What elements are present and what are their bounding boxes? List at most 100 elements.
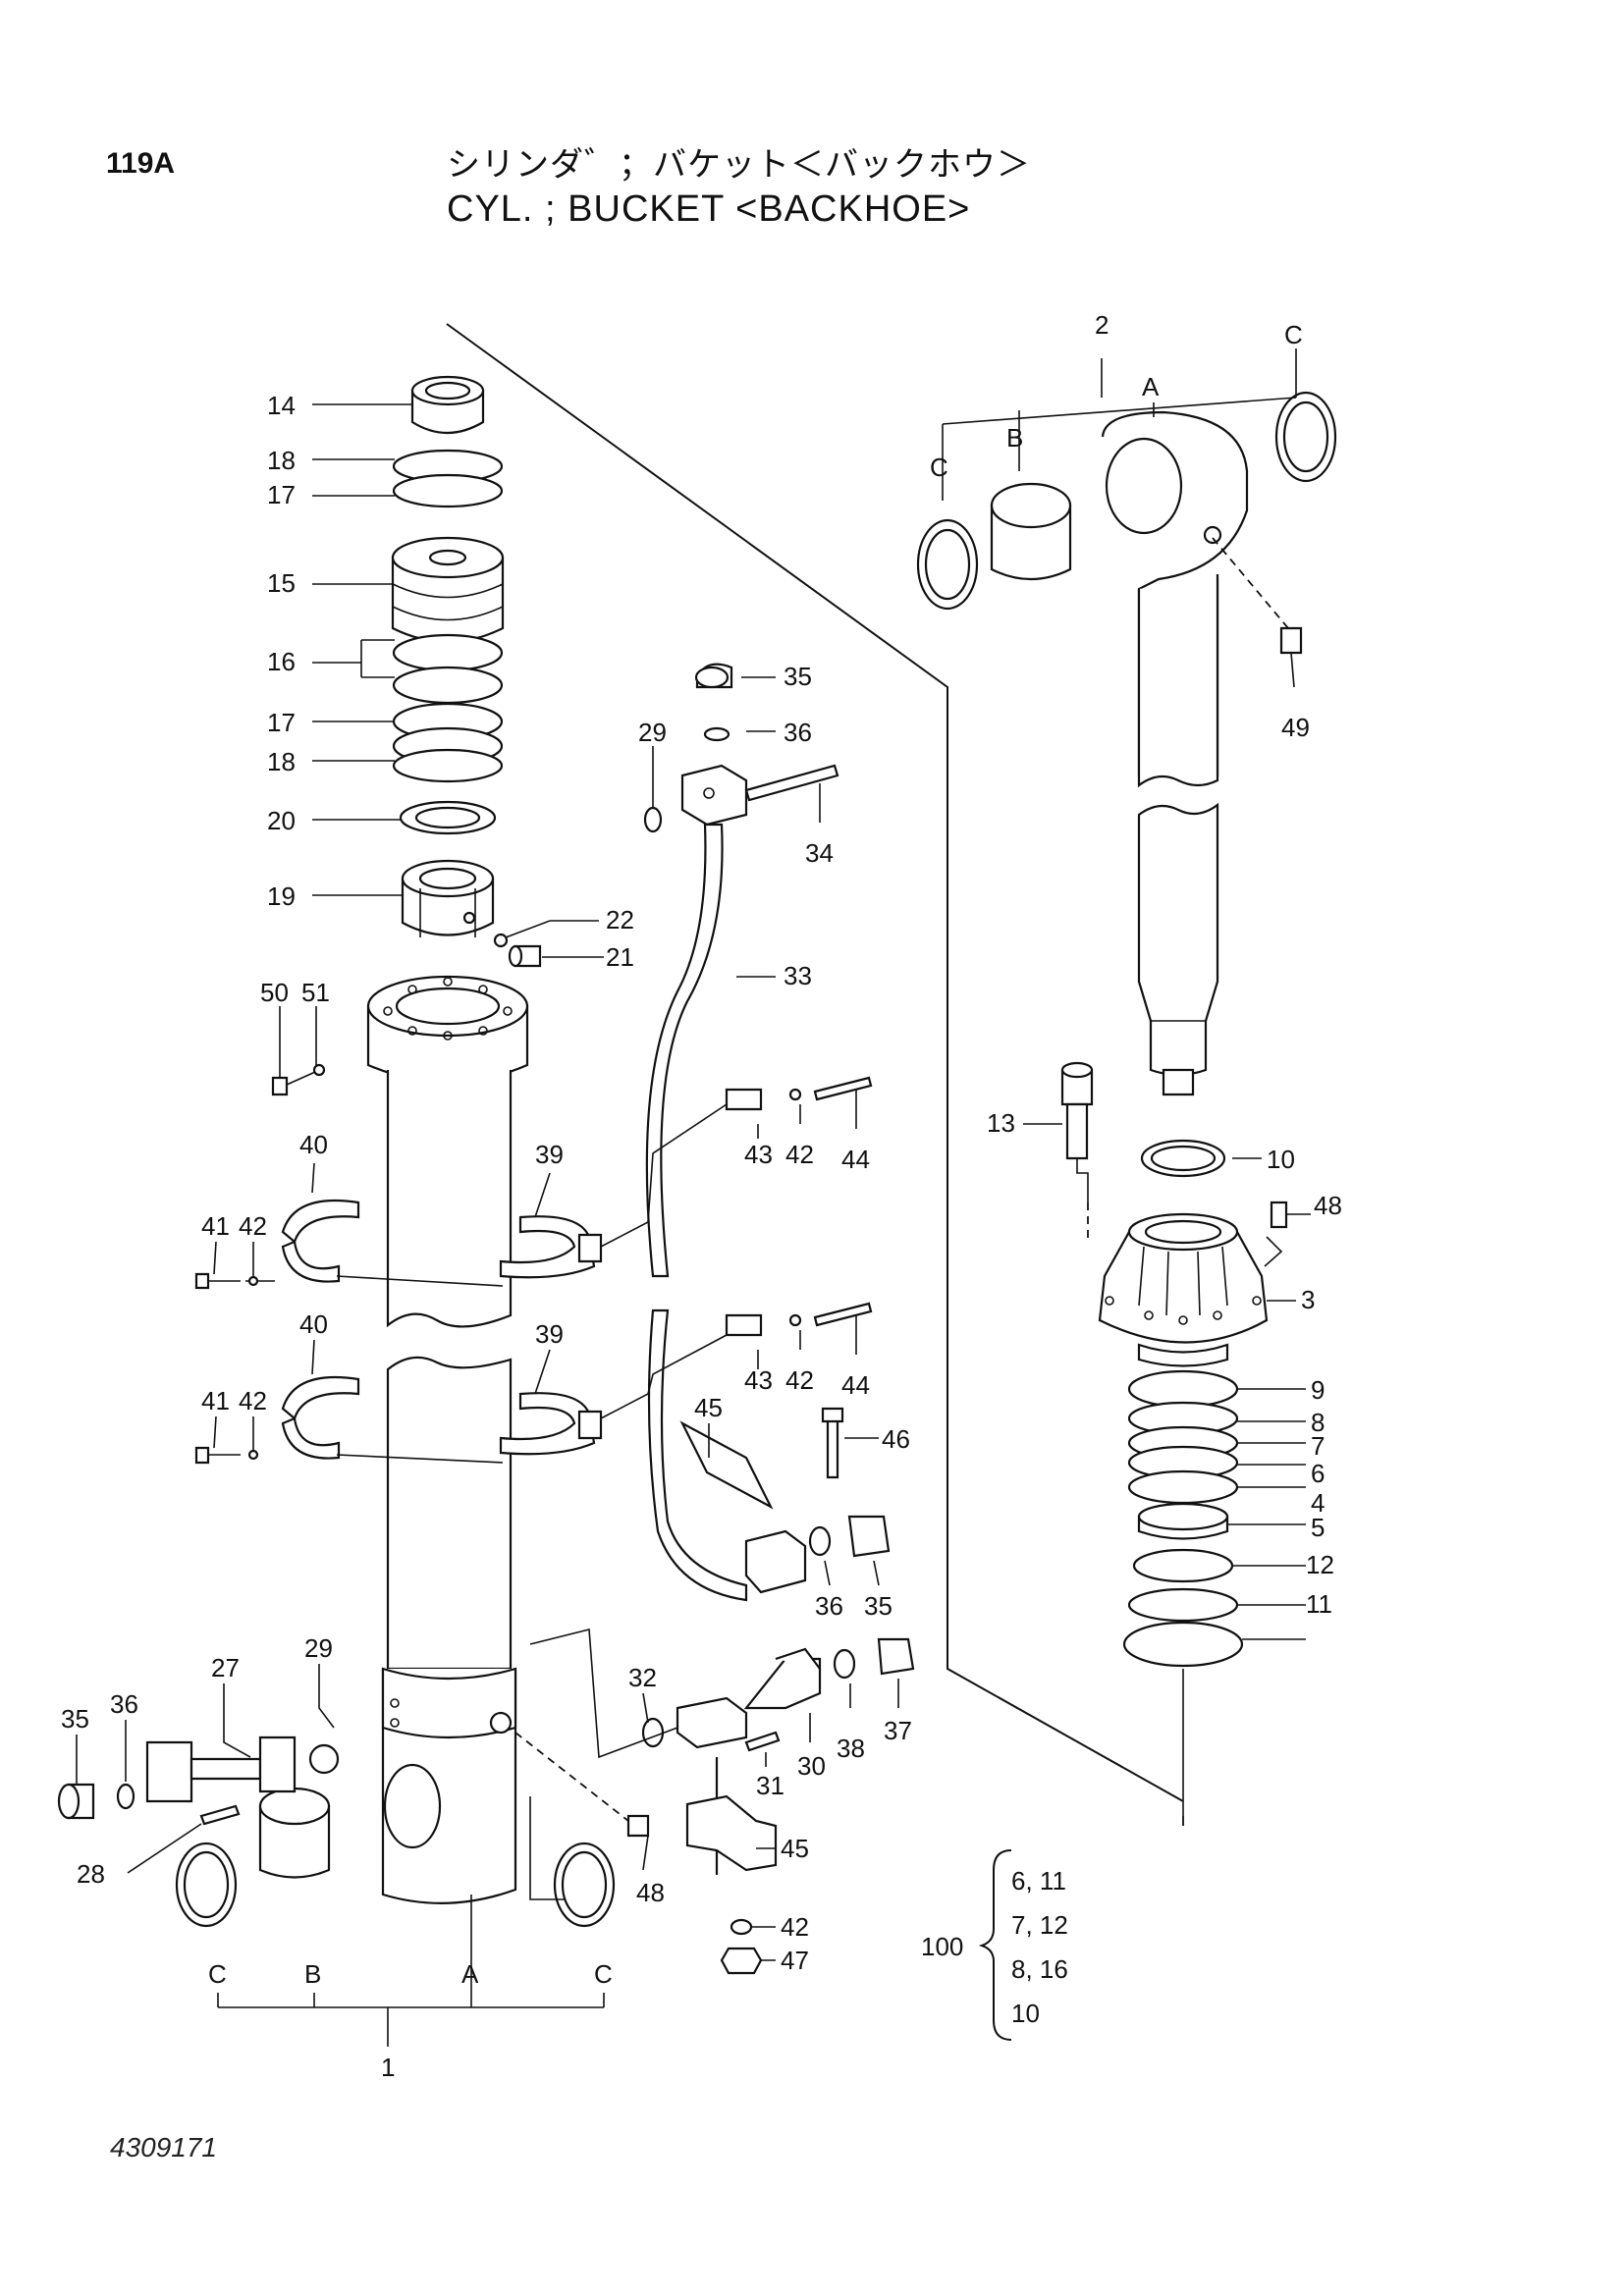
callout: 35 <box>864 1591 893 1621</box>
callout: B <box>304 1959 321 1989</box>
callout: 42 <box>239 1386 267 1415</box>
title-japanese: シリンダ゛；バケット＜バックホウ＞ <box>447 145 1031 185</box>
callout: 48 <box>1314 1191 1342 1220</box>
callout: 45 <box>694 1393 723 1422</box>
callout: 15 <box>267 568 296 598</box>
callout: 27 <box>211 1653 240 1682</box>
part-30-38-lower-fitting <box>529 1628 915 1975</box>
cylinder-tube-lower <box>386 1356 513 1671</box>
callout: 29 <box>638 718 667 747</box>
callout: 37 <box>884 1716 912 1745</box>
callout: 36 <box>784 718 812 747</box>
title-english: CYL. ; BUCKET <BACKHOE> <box>447 188 971 230</box>
part-14-bushing <box>410 375 485 434</box>
callout: 43 <box>744 1140 773 1169</box>
callout: 36 <box>815 1591 843 1621</box>
callout: 11 <box>1306 1589 1332 1619</box>
callout: 5 <box>1311 1513 1325 1542</box>
part-19-nut <box>401 859 495 937</box>
callout: 17 <box>267 708 296 737</box>
kit-line: 6, 11 <box>1011 1866 1066 1896</box>
part-15-piston <box>391 536 505 643</box>
callout: 43 <box>744 1365 773 1395</box>
callout: 41 <box>201 1386 230 1415</box>
part-4-12-seal-stack <box>1122 1369 1244 1668</box>
callout: 38 <box>837 1734 865 1763</box>
callout: 19 <box>267 881 296 911</box>
callout: 7 <box>1311 1431 1325 1461</box>
kit-line: 7, 12 <box>1011 1910 1068 1940</box>
document-number: 4309171 <box>110 2132 218 2163</box>
page-code: 119A <box>106 147 176 180</box>
part-49-grease-fitting <box>1212 537 1303 655</box>
callout: 39 <box>535 1140 564 1169</box>
callout: C <box>930 453 948 482</box>
callout: 10 <box>1267 1145 1295 1174</box>
callout: 40 <box>299 1130 328 1159</box>
part-21-22-setscrew-ball <box>493 933 542 968</box>
callout: 49 <box>1281 713 1310 742</box>
callout: 6 <box>1311 1459 1325 1488</box>
kit-line: 10 <box>1011 1999 1040 2028</box>
kit-brace <box>978 1849 1012 2041</box>
callout: 46 <box>882 1424 910 1454</box>
part-48-grease-fitting-left <box>514 1732 650 1838</box>
callout: C <box>1284 320 1303 349</box>
callout: 1 <box>381 2053 395 2082</box>
callout: 28 <box>77 1859 105 1889</box>
callout: 14 <box>267 391 296 420</box>
callout: 18 <box>267 747 296 776</box>
part-17-18-rings-lower <box>392 702 504 783</box>
callout: 36 <box>110 1689 138 1719</box>
callout: 45 <box>781 1834 809 1863</box>
callout: 44 <box>841 1370 870 1400</box>
callout: 48 <box>636 1878 665 1907</box>
callout: 3 <box>1301 1285 1315 1314</box>
callout: 18 <box>267 446 296 475</box>
part-18-17-rings-top <box>392 449 504 508</box>
part-bottom-bushing-seals <box>175 1787 616 1928</box>
callout: 29 <box>304 1633 333 1663</box>
callout: 21 <box>606 942 634 972</box>
clamp-band-lower <box>194 1375 603 1465</box>
callout: 47 <box>781 1946 809 1975</box>
callout: 12 <box>1306 1550 1334 1579</box>
part-50-51-bolt-washer <box>271 1063 326 1096</box>
leader-lines <box>76 348 1311 2047</box>
callout: 4 <box>1311 1488 1325 1518</box>
kit-number: 100 <box>921 1932 963 1961</box>
part-rod-bushing-seals <box>916 391 1337 611</box>
callout: 30 <box>797 1751 826 1781</box>
kit-line: 8, 16 <box>1011 1954 1068 1984</box>
callout: 8 <box>1311 1408 1325 1437</box>
callout: 41 <box>201 1211 230 1241</box>
callout: 16 <box>267 647 296 676</box>
callout: 35 <box>61 1704 89 1734</box>
callout: 40 <box>299 1309 328 1339</box>
part-16-seal-rings <box>392 633 504 705</box>
part-27-pipe-fitting <box>57 1735 340 1826</box>
callout: A <box>1142 372 1160 401</box>
cylinder-tube-top <box>366 975 529 1328</box>
part-43-44-clip-bolt <box>600 1076 873 1419</box>
cylinder-bottom-eye <box>381 1667 517 1904</box>
callout: 34 <box>805 838 834 868</box>
part-13-socket-bolt <box>1060 1061 1094 1202</box>
pipe-line-upper <box>643 663 839 1278</box>
callout-labels: 14 18 17 15 16 17 18 20 19 22 21 50 51 4… <box>61 310 1342 2082</box>
pipe-line-lower <box>647 1308 891 1602</box>
callout: 42 <box>785 1140 814 1169</box>
callout: 33 <box>784 961 812 990</box>
callout: 17 <box>267 480 296 509</box>
callout: 44 <box>841 1145 870 1174</box>
callout: 42 <box>781 1912 809 1942</box>
callout: 42 <box>785 1365 814 1395</box>
part-10-ring <box>1140 1139 1226 1178</box>
callout: 42 <box>239 1211 267 1241</box>
callout: 22 <box>606 905 634 934</box>
callout: 20 <box>267 806 296 835</box>
callout: 9 <box>1311 1375 1325 1405</box>
callout: 39 <box>535 1319 564 1349</box>
callout: 31 <box>756 1771 784 1800</box>
